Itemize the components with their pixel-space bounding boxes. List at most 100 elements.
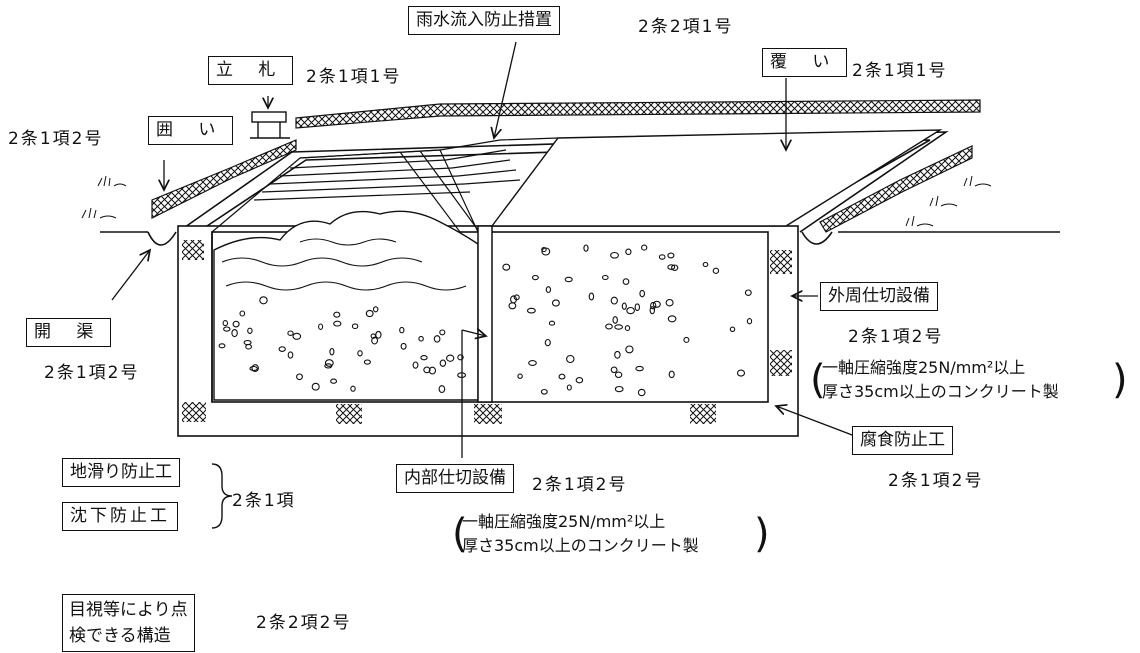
gravel-dot <box>365 309 374 318</box>
gravel-dot <box>641 244 648 251</box>
rain-prevention-ref: 2条2項1号 <box>638 17 734 37</box>
gravel-dot <box>428 366 437 375</box>
ditch-ref: 2条1項2号 <box>44 363 140 383</box>
gravel-dot <box>318 323 324 330</box>
inspection-box-line1: 目視等により点 <box>69 600 188 620</box>
gravel-dot <box>621 302 627 310</box>
gravel-dot <box>637 388 646 397</box>
ditch-box: 開 渠 <box>26 318 112 348</box>
gravel-dot <box>652 300 661 308</box>
gravel-dot <box>350 385 356 392</box>
gravel-dot <box>635 365 644 372</box>
outer-partition-note-line2: 厚さ35cm以上のコンクリート製 <box>822 382 1059 401</box>
gravel-dot <box>247 327 253 334</box>
gravel-dot <box>287 351 294 359</box>
gravel-dot <box>540 388 548 395</box>
cover-box: 覆 い <box>762 48 848 78</box>
gravel-dot <box>736 369 746 377</box>
gravel-dot <box>439 329 446 336</box>
grass-marks <box>81 175 992 227</box>
landslide-subsidence-ref: 2条1項 <box>232 491 296 511</box>
gravel-dot <box>330 378 338 384</box>
gravel-dot <box>558 373 566 380</box>
brace <box>211 463 233 529</box>
gravel-dot <box>531 274 539 281</box>
gravel-dot <box>545 286 552 294</box>
inner-partition-note: ( 一軸圧縮強度25N/mm²以上 厚さ35cm以上のコンクリート製 ) <box>452 511 770 557</box>
right-ditch <box>801 231 833 245</box>
gravel-dot <box>601 274 609 281</box>
outer-partition-note: ( 一軸圧縮強度25N/mm²以上 厚さ35cm以上のコンクリート製 ) <box>810 357 1128 403</box>
right-cover-plate <box>490 129 943 227</box>
inspection-box-line2: 検できる構造 <box>69 626 171 646</box>
gravel-dot <box>667 264 676 270</box>
subsidence-box: 沈下防止工 <box>62 502 178 532</box>
corrosion-box: 腐食防止工 <box>852 426 953 456</box>
gravel-dot <box>324 359 334 367</box>
gravel-dot <box>626 306 635 315</box>
left-ditch <box>147 231 177 246</box>
gravel-dot <box>610 251 619 259</box>
gravel-dot <box>744 289 752 296</box>
gravel-dot <box>287 330 294 336</box>
gravel-dot <box>625 248 632 256</box>
gravel-dot <box>528 360 537 366</box>
gravel-dot <box>239 310 246 317</box>
gravel-dot <box>625 345 634 354</box>
gravel-dot <box>351 323 359 330</box>
gravel-dot <box>423 366 431 374</box>
gravel-dot <box>667 252 675 259</box>
gravel-dot <box>333 311 341 318</box>
gravel-dot <box>218 343 226 349</box>
gravel-dot <box>544 338 551 347</box>
gravel-dot <box>564 276 573 283</box>
gravel-dot <box>251 364 259 373</box>
gravel-dot <box>502 263 511 271</box>
gravel-dot <box>278 346 286 352</box>
gravel-dot <box>412 361 419 369</box>
gravel-dot <box>566 354 575 364</box>
fence-ref: 2条1項2号 <box>8 129 104 149</box>
gravel-dot <box>231 329 238 338</box>
gravel-dot <box>649 306 656 315</box>
gravel-dot <box>610 366 618 374</box>
gravel-dot <box>668 370 675 379</box>
corrosion-ref: 2条1項2号 <box>888 471 984 491</box>
corrosion-patches <box>182 240 792 424</box>
gravel-dot <box>746 318 753 325</box>
inner-partition-note-line1: 一軸圧縮強度25N/mm²以上 <box>462 512 666 531</box>
gravel-dot <box>548 320 556 326</box>
gravel-dot <box>658 254 666 260</box>
gravel-dot <box>622 278 630 285</box>
back-fence <box>295 99 981 129</box>
gravel-dot <box>667 315 677 323</box>
gravel-dot <box>400 342 407 350</box>
gravel-dot <box>357 350 363 357</box>
gravel-dot <box>420 355 428 361</box>
outer-partition-ref: 2条1項2号 <box>848 327 944 347</box>
outer-partition-note-line1: 一軸圧縮強度25N/mm²以上 <box>822 358 1026 377</box>
gravel-dot <box>311 382 320 391</box>
gravel-dot <box>605 323 613 330</box>
gravel-dot <box>729 326 736 333</box>
outer-partition-box: 外周仕切設備 <box>820 282 938 312</box>
inner-partition-note-line2: 厚さ35cm以上のコンクリート製 <box>462 536 699 555</box>
cover-ref: 2条1項1号 <box>852 61 948 81</box>
gravel-dot <box>624 325 631 332</box>
gravel-dot <box>702 261 709 268</box>
gravel-dot <box>371 336 379 345</box>
gravel-dot <box>551 299 560 307</box>
inspection-ref: 2条2項2号 <box>256 613 352 633</box>
gravel-dot <box>222 320 229 327</box>
gravel-dot <box>614 385 624 393</box>
inspection-box: 目視等により点 検できる構造 <box>62 594 195 652</box>
gravel-dot <box>612 316 618 324</box>
gravel-dot <box>510 295 517 304</box>
gravel-dot <box>712 267 720 274</box>
gravel-dot <box>614 350 621 359</box>
gravel-dot <box>583 244 589 252</box>
gravel-dot <box>259 296 268 305</box>
sign-box: 立 札 <box>208 56 294 86</box>
